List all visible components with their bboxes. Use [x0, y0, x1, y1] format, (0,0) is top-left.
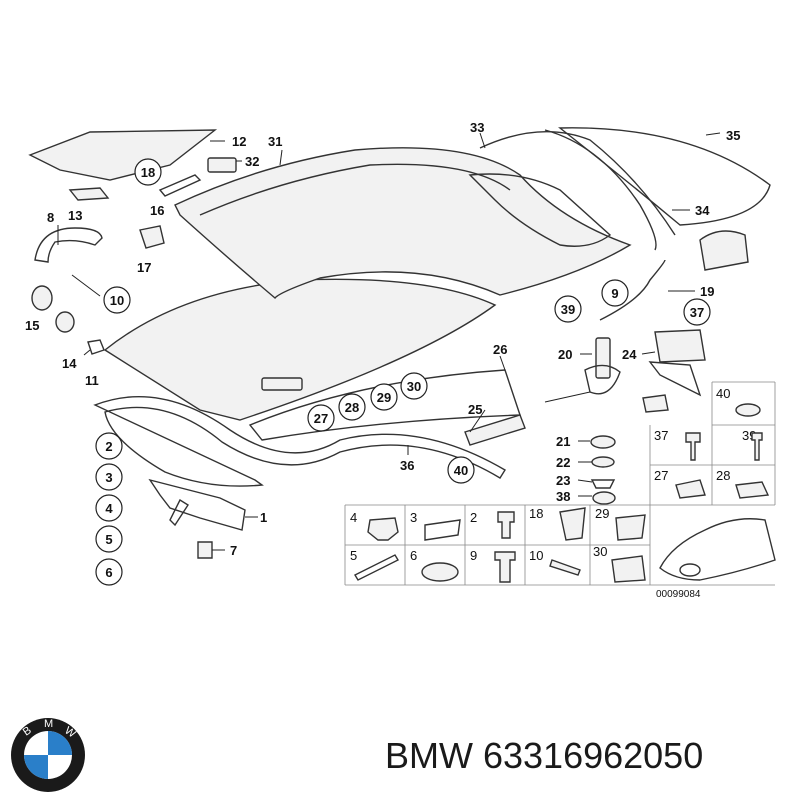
- svg-text:6: 6: [105, 565, 112, 580]
- callout-33: 33: [470, 120, 484, 135]
- grid-label-5: 5: [350, 548, 357, 563]
- parts-diagram: 12 31 33 35 32 18 16 8 13 17 34 10 15 9 …: [25, 120, 776, 600]
- grid-label-18: 18: [529, 506, 543, 521]
- callout-10: 10: [103, 286, 131, 314]
- svg-text:M: M: [44, 718, 53, 730]
- callout-34: 34: [695, 203, 710, 218]
- callout-4: 4: [95, 494, 123, 522]
- grid-label-6: 6: [410, 548, 417, 563]
- svg-text:18: 18: [141, 165, 155, 180]
- callout-36: 36: [400, 458, 414, 473]
- callout-12: 12: [232, 134, 246, 149]
- callout-16: 16: [150, 203, 164, 218]
- callout-25: 25: [468, 402, 482, 417]
- parts-grid-right-labels: 40 37 39 27 28: [642, 386, 770, 499]
- callout-26: 26: [493, 342, 507, 357]
- callout-18: 18: [134, 158, 162, 186]
- callout-17: 17: [137, 260, 151, 275]
- grid-label-2: 2: [470, 510, 477, 525]
- callout-35: 35: [726, 128, 740, 143]
- callout-20: 20: [558, 347, 572, 362]
- svg-text:30: 30: [407, 379, 421, 394]
- callout-19: 19: [700, 284, 714, 299]
- callout-23: 23: [556, 473, 570, 488]
- svg-text:9: 9: [611, 286, 618, 301]
- callout-7: 7: [230, 543, 237, 558]
- callout-27: 27: [307, 404, 335, 432]
- svg-text:4: 4: [105, 501, 113, 516]
- callout-9: 9: [601, 279, 629, 307]
- callout-39: 39: [554, 295, 582, 323]
- svg-text:3: 3: [105, 470, 112, 485]
- svg-text:29: 29: [377, 390, 391, 405]
- parts-grid-bottom-labels: 4 3 2 18 29 5 6 9 10 30 00099084: [350, 506, 776, 600]
- leader-lines: [57, 132, 721, 551]
- grid-label-30: 30: [593, 544, 607, 559]
- grid-label-9: 9: [470, 548, 477, 563]
- callout-21: 21: [556, 434, 570, 449]
- callout-5: 5: [95, 525, 123, 553]
- grid-label-4: 4: [350, 510, 357, 525]
- callout-22: 22: [556, 455, 570, 470]
- grid-label-37: 37: [654, 428, 668, 443]
- grid-label-40: 40: [716, 386, 730, 401]
- hardtop-drawing: [28, 127, 771, 559]
- callout-8: 8: [47, 210, 54, 225]
- callout-29: 29: [370, 383, 398, 411]
- svg-text:40: 40: [454, 463, 468, 478]
- callout-24: 24: [622, 347, 637, 362]
- parts-grid-bottom: [344, 504, 775, 586]
- bmw-logo: B M W: [11, 718, 85, 792]
- callout-6: 6: [95, 558, 123, 586]
- diagram-code: 00099084: [656, 589, 701, 600]
- callout-14: 14: [62, 356, 77, 371]
- grid-label-29: 29: [595, 506, 609, 521]
- callout-38: 38: [556, 489, 570, 504]
- svg-text:27: 27: [314, 411, 328, 426]
- svg-text:37: 37: [690, 305, 704, 320]
- callout-2: 2: [95, 432, 123, 460]
- callout-31: 31: [268, 134, 282, 149]
- car-silhouette: [659, 518, 776, 581]
- callout-40: 40: [447, 456, 475, 484]
- grid-label-27: 27: [654, 468, 668, 483]
- callout-15: 15: [25, 318, 39, 333]
- grid-label-3: 3: [410, 510, 417, 525]
- callout-37: 37: [683, 298, 711, 326]
- svg-text:5: 5: [105, 532, 112, 547]
- svg-text:39: 39: [561, 302, 575, 317]
- callout-32: 32: [245, 154, 259, 169]
- grid-label-10: 10: [529, 548, 543, 563]
- callout-11: 11: [85, 373, 99, 388]
- callout-28: 28: [338, 393, 366, 421]
- callout-1: 1: [260, 510, 267, 525]
- callout-30: 30: [400, 372, 428, 400]
- svg-text:10: 10: [110, 293, 124, 308]
- grid-label-28: 28: [716, 468, 730, 483]
- parts-grid-right: [649, 381, 776, 506]
- brand-caption: BMW 63316962050: [385, 735, 704, 776]
- svg-text:2: 2: [105, 439, 112, 454]
- callout-3: 3: [95, 463, 123, 491]
- svg-text:28: 28: [345, 400, 359, 415]
- callouts: 12 31 33 35 32 18 16 8 13 17 34 10 15 9 …: [25, 120, 740, 586]
- callout-13: 13: [68, 208, 82, 223]
